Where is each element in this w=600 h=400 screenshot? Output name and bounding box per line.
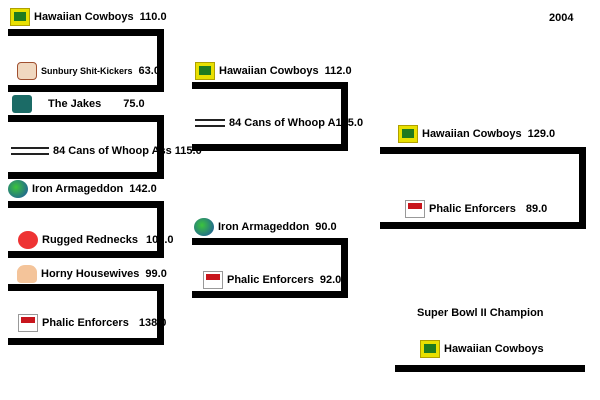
team-name: Phalic Enforcers <box>227 274 314 286</box>
team-score: 112.0 <box>324 65 352 77</box>
flag-icon <box>195 62 215 80</box>
round3-team-2: Phalic Enforcers 89.0 <box>405 200 547 218</box>
season-year: 2004 <box>549 12 574 24</box>
cartoon-icon <box>17 62 37 80</box>
round1-team-1: Hawaiian Cowboys 110.0 <box>10 8 167 26</box>
round1-bracket-2 <box>8 115 164 179</box>
team-score: 105.0 <box>145 234 174 246</box>
flag-icon <box>420 340 440 358</box>
round2-team-3: Iron Armageddon 90.0 <box>194 218 337 236</box>
team-name: 84 Cans of Whoop A <box>229 117 336 129</box>
round1-team-7: Horny Housewives 99.0 <box>17 265 167 283</box>
round1-team-8: Phalic Enforcers 138.0 <box>18 314 166 332</box>
redneck-icon <box>18 231 38 249</box>
team-name: Hawaiian Cowboys <box>219 65 319 77</box>
team-name: 84 Cans of Whoop Ass <box>53 145 172 157</box>
team-name: Horny Housewives <box>41 268 140 280</box>
round1-bracket-1 <box>8 29 164 92</box>
team-name: Phalic Enforcers <box>42 317 129 329</box>
round2-bracket-2 <box>192 238 348 298</box>
team-name: Hawaiian Cowboys <box>34 11 134 23</box>
team-name: The Jakes <box>48 98 102 110</box>
champion-line <box>395 365 585 372</box>
text-strip-icon <box>11 147 49 155</box>
team-score: 92.0 <box>319 274 342 286</box>
team-score: 115.0 <box>174 145 202 157</box>
woman-icon <box>17 265 37 283</box>
text-strip-icon <box>195 119 225 127</box>
team-name: Rugged Rednecks <box>42 234 138 246</box>
team-name: Sunbury Shit-Kickers <box>41 66 133 76</box>
round1-bracket-3 <box>8 201 164 258</box>
team-score: 105.0 <box>335 117 364 129</box>
round1-team-5: Iron Armageddon 142.0 <box>8 180 157 198</box>
champion-title: Super Bowl II Champion <box>417 307 544 319</box>
dark-logo-icon <box>12 95 32 113</box>
round1-team-6: Rugged Rednecks 105.0 <box>18 231 174 249</box>
team-score: 63.0 <box>138 65 160 77</box>
crest-icon <box>203 271 223 289</box>
team-name: Hawaiian Cowboys <box>444 343 544 355</box>
flag-icon <box>398 125 418 143</box>
team-name: Phalic Enforcers <box>429 203 516 215</box>
team-score: 142.0 <box>129 183 157 195</box>
champion-team: Hawaiian Cowboys <box>420 340 550 358</box>
team-score: 110.0 <box>139 11 167 23</box>
round2-team-1: Hawaiian Cowboys 112.0 <box>195 62 352 80</box>
round3-bracket <box>380 147 586 229</box>
round2-team-4: Phalic Enforcers 92.0 <box>203 271 341 289</box>
team-name: Iron Armageddon <box>218 221 310 233</box>
globe-icon <box>8 180 28 198</box>
team-score: 99.0 <box>145 268 167 280</box>
round1-bracket-4 <box>8 284 164 345</box>
round1-team-3: The Jakes 75.0 <box>12 95 145 113</box>
team-name: Iron Armageddon <box>32 183 124 195</box>
team-score: 129.0 <box>527 128 556 140</box>
round2-bracket-1 <box>192 82 348 151</box>
flag-icon <box>10 8 30 26</box>
crest-icon <box>405 200 425 218</box>
team-score: 89.0 <box>525 203 548 215</box>
round2-team-2: 84 Cans of Whoop A 105.0 <box>195 117 363 129</box>
round1-team-2: Sunbury Shit-Kickers 63.0 <box>17 62 160 80</box>
globe-icon <box>194 218 214 236</box>
team-score: 90.0 <box>315 221 337 233</box>
round1-team-4: 84 Cans of Whoop Ass 115.0 <box>11 145 202 157</box>
round3-team-1: Hawaiian Cowboys 129.0 <box>398 125 555 143</box>
team-score: 138.0 <box>138 317 167 329</box>
team-score: 75.0 <box>123 98 145 110</box>
team-name: Hawaiian Cowboys <box>422 128 522 140</box>
crest-icon <box>18 314 38 332</box>
